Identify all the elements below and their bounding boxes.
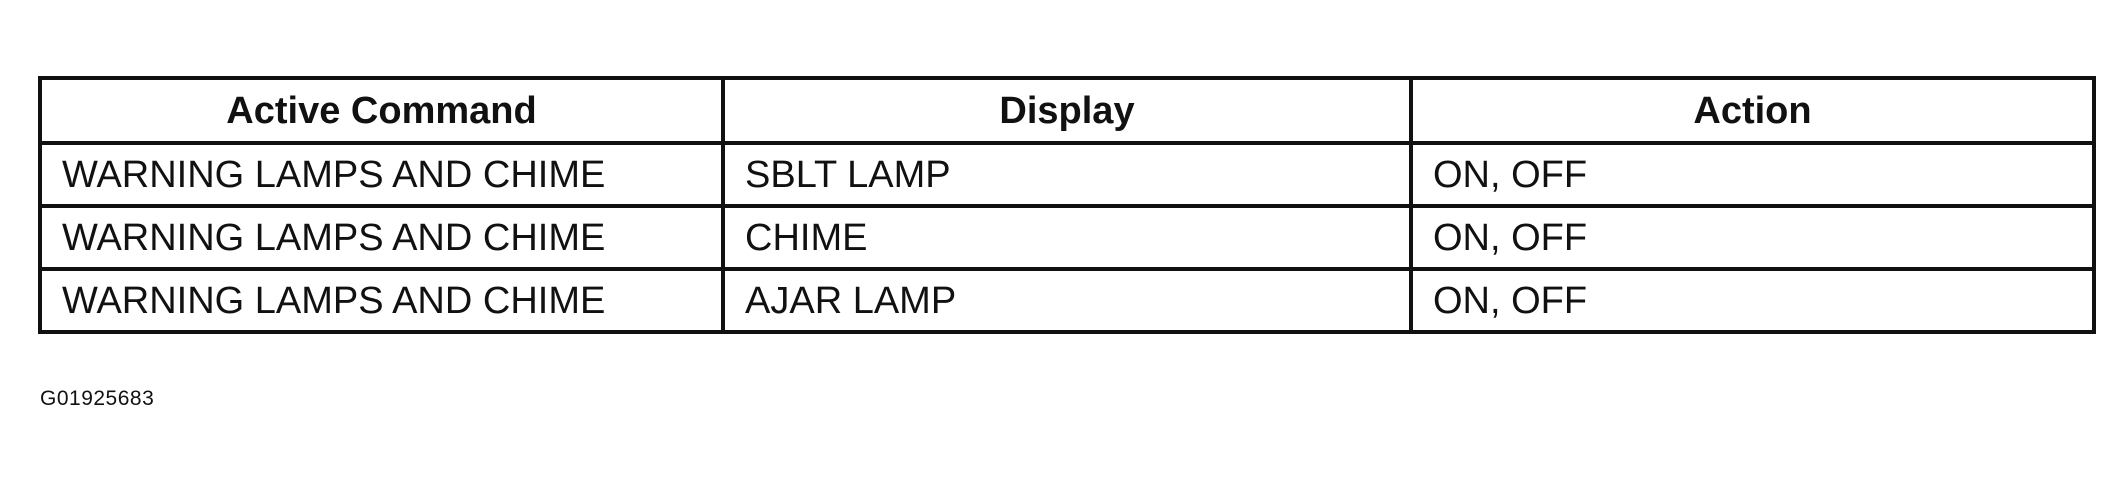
table-body: WARNING LAMPS AND CHIME SBLT LAMP ON, OF… (38, 141, 2096, 334)
table-row: WARNING LAMPS AND CHIME CHIME ON, OFF (38, 204, 2096, 271)
header-row: Active Command Display Action (38, 76, 2096, 145)
cell-active-command: WARNING LAMPS AND CHIME (38, 267, 725, 334)
table-row: WARNING LAMPS AND CHIME SBLT LAMP ON, OF… (38, 141, 2096, 208)
figure-id: G01925683 (40, 387, 155, 410)
cell-action: ON, OFF (1409, 204, 2096, 271)
cell-display: CHIME (721, 204, 1413, 271)
header-action: Action (1409, 76, 2096, 145)
cell-active-command: WARNING LAMPS AND CHIME (38, 141, 725, 208)
cell-display: SBLT LAMP (721, 141, 1413, 208)
header-display: Display (721, 76, 1413, 145)
cell-action: ON, OFF (1409, 267, 2096, 334)
cell-display: AJAR LAMP (721, 267, 1413, 334)
cell-action: ON, OFF (1409, 141, 2096, 208)
table-header: Active Command Display Action (38, 76, 2096, 145)
header-active-command: Active Command (38, 76, 725, 145)
cell-active-command: WARNING LAMPS AND CHIME (38, 204, 725, 271)
active-command-table: Active Command Display Action WARNING LA… (38, 76, 2096, 334)
table-row: WARNING LAMPS AND CHIME AJAR LAMP ON, OF… (38, 267, 2096, 334)
